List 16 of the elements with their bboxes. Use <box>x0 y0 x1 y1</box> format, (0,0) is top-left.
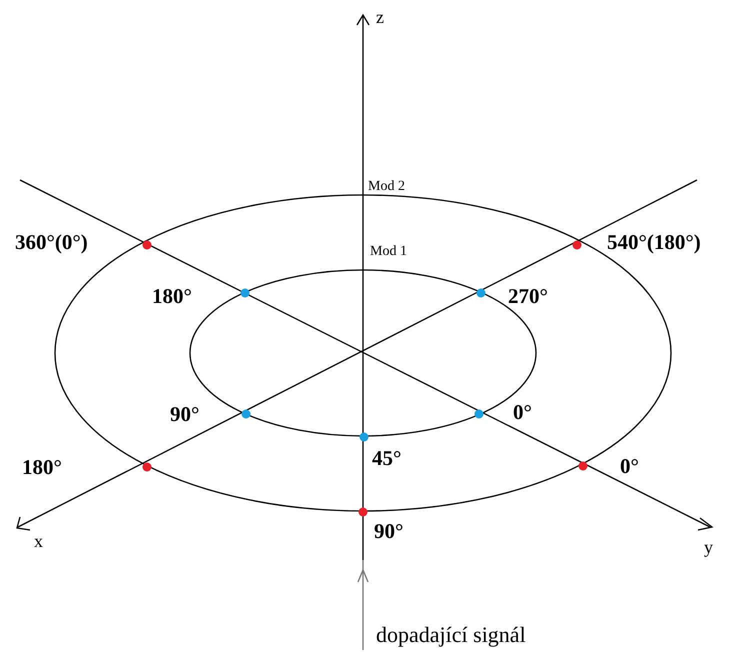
signal-label: dopadající signál <box>376 624 526 646</box>
mode-label: Mod 2 <box>368 180 405 194</box>
angle-label: 180° <box>152 286 192 307</box>
angle-label: 0° <box>513 402 532 423</box>
angle-label: 540°(180°) <box>607 232 701 253</box>
angle-label: 360°(0°) <box>15 232 88 253</box>
angle-label: 90° <box>374 521 404 542</box>
angle-label: 180° <box>22 457 62 478</box>
mode-label: Mod 1 <box>370 245 407 259</box>
axis-label: x <box>34 532 43 550</box>
angle-label: 45° <box>372 448 402 469</box>
angle-label: 270° <box>508 286 548 307</box>
axis-label: z <box>376 8 384 26</box>
angle-label: 0° <box>620 456 639 477</box>
axis-label: y <box>704 538 713 556</box>
angle-label: 90° <box>170 404 200 425</box>
